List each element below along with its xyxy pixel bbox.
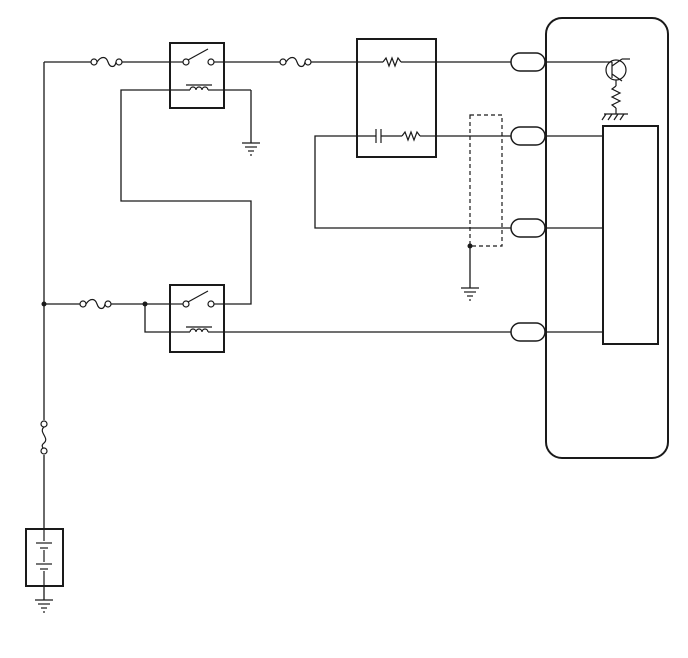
return-wire <box>314 135 512 229</box>
connector-4 <box>510 322 546 342</box>
battery-symbol <box>25 528 64 587</box>
control-module-block <box>602 125 659 345</box>
connector-1 <box>510 52 546 72</box>
battery-ground-symbol <box>35 599 53 613</box>
second-fuse-symbol <box>79 298 112 310</box>
main-fuse-symbol <box>40 420 48 455</box>
chassis-ground-symbol <box>601 113 628 121</box>
top-fuse-symbol <box>90 56 123 68</box>
transistor-symbol <box>605 58 630 86</box>
filter-module-symbol <box>356 38 437 158</box>
shield-ground-symbol <box>461 287 479 301</box>
connector-2 <box>510 126 546 146</box>
relay1-ground-symbol <box>242 142 260 156</box>
relay2-coil-feed-wire <box>144 304 170 333</box>
shield-symbol <box>469 114 503 247</box>
control-unit-outline <box>545 17 669 459</box>
connector-3 <box>510 218 546 238</box>
relay-1-symbol <box>169 42 225 109</box>
transistor-resistor-symbol <box>610 85 622 109</box>
relay-link-wire <box>120 89 252 305</box>
signal-fuse-symbol <box>279 56 312 68</box>
relay-2-symbol <box>169 284 225 353</box>
